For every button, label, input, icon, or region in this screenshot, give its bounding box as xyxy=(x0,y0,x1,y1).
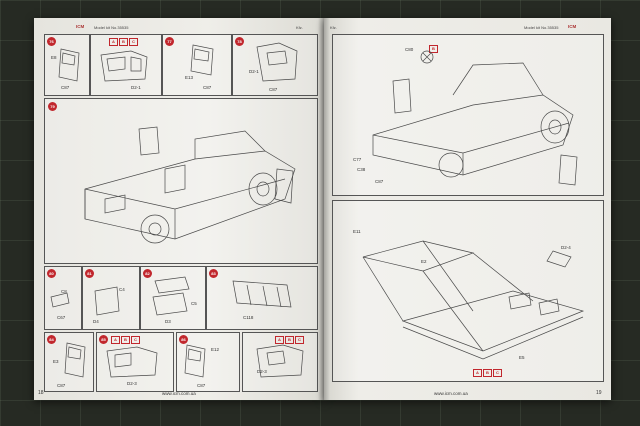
part-drawing xyxy=(232,280,292,308)
brand-logo: ICM xyxy=(76,24,85,29)
door-frame-drawing xyxy=(256,42,298,82)
door-drawing xyxy=(190,44,214,76)
vehicle-assembly-drawing xyxy=(372,50,578,186)
page-header-right: Kfz. xyxy=(296,25,303,30)
page-header-right: Model kit No.35535 xyxy=(524,25,559,30)
step-panel-82: 82 C5 D3 xyxy=(140,266,206,330)
part-label: E12 xyxy=(211,347,220,352)
step-number: 76 xyxy=(47,37,56,46)
step-number: 85 xyxy=(99,335,108,344)
step-panel-81: 81 C4 D4 xyxy=(82,266,140,330)
step-panel-77b: 77 E13 C87 xyxy=(162,34,232,96)
step-number: 81 xyxy=(85,269,94,278)
part-label: D2-3 xyxy=(127,381,137,386)
step-panel-76: 76 E8 C87 xyxy=(44,34,90,96)
step-panel-79: 79 xyxy=(44,98,318,264)
footer-url: www.icm.com.ua xyxy=(434,391,468,396)
part-label: D2-4 xyxy=(561,245,571,250)
step-panel-86: 86 E12 C87 xyxy=(176,332,240,392)
part-label: E5 xyxy=(519,355,525,360)
part-label: C5 xyxy=(191,301,197,306)
step-panel-78: 78 D2-1 C87 xyxy=(232,34,318,96)
part-label: C87 xyxy=(269,87,278,92)
part-drawing xyxy=(152,276,190,316)
page-number: 19 xyxy=(596,390,602,396)
variant-refs: B xyxy=(429,45,439,53)
step-number: 78 xyxy=(235,37,244,46)
part-label: C87 xyxy=(61,85,70,90)
door-frame-drawing xyxy=(256,344,304,378)
step-number: 77 xyxy=(165,37,174,46)
door-drawing xyxy=(184,344,206,378)
page-header: Model kit No.35535 xyxy=(94,25,129,30)
step-number: 82 xyxy=(143,269,152,278)
page-header: Kfz. xyxy=(330,25,337,30)
step-number: 84 xyxy=(47,335,56,344)
step-panel-88: C80 B C77 C38 C87 xyxy=(332,34,604,196)
part-label: C87 xyxy=(197,383,206,388)
book-gutter-shadow xyxy=(318,18,330,400)
part-label: C38 xyxy=(357,167,366,172)
part-label: E13 xyxy=(185,75,194,80)
part-label: E11 xyxy=(353,229,361,234)
part-label: C77 xyxy=(353,157,362,162)
step-number: 86 xyxy=(179,335,188,344)
part-label: C87 xyxy=(375,179,384,184)
footer-url: www.icm.com.ua xyxy=(162,391,196,396)
part-label: D3 xyxy=(165,319,171,324)
part-label: C67 xyxy=(57,315,66,320)
door-drawing xyxy=(64,342,86,378)
step-panel-80: 80 C8 C67 xyxy=(44,266,82,330)
part-label: E3 xyxy=(53,359,59,364)
part-label: C4 xyxy=(119,287,125,292)
page-number: 18 xyxy=(38,390,44,396)
part-label: D2-1 xyxy=(131,85,141,90)
door-drawing xyxy=(58,48,80,82)
step-number: 80 xyxy=(47,269,56,278)
part-drawing xyxy=(94,286,120,316)
vehicle-body-drawing xyxy=(84,126,296,244)
part-label: C80 xyxy=(405,47,414,52)
step-panel-83: 83 C118 xyxy=(206,266,318,330)
part-label: E8 xyxy=(51,55,57,60)
part-label: D4 xyxy=(93,319,99,324)
part-label: C87 xyxy=(203,85,212,90)
step-number: 79 xyxy=(48,102,57,111)
part-label: C8 xyxy=(61,289,67,294)
step-panel-84: 84 E3 C87 xyxy=(44,332,94,392)
part-drawing xyxy=(50,292,70,308)
part-label: D2-1 xyxy=(249,69,259,74)
brand-logo: ICM xyxy=(568,24,577,29)
part-label: E2 xyxy=(421,259,427,264)
part-label: D2-3 xyxy=(257,369,267,374)
part-label: C118 xyxy=(243,315,254,320)
door-frame-drawing xyxy=(100,50,148,82)
step-number: 83 xyxy=(209,269,218,278)
instruction-page-right: Kfz. Model kit No.35535 ICM C80 B C77 C3… xyxy=(324,18,611,400)
part-label: C87 xyxy=(57,383,66,388)
canopy-frame-drawing xyxy=(362,240,585,360)
door-frame-drawing xyxy=(106,346,158,378)
